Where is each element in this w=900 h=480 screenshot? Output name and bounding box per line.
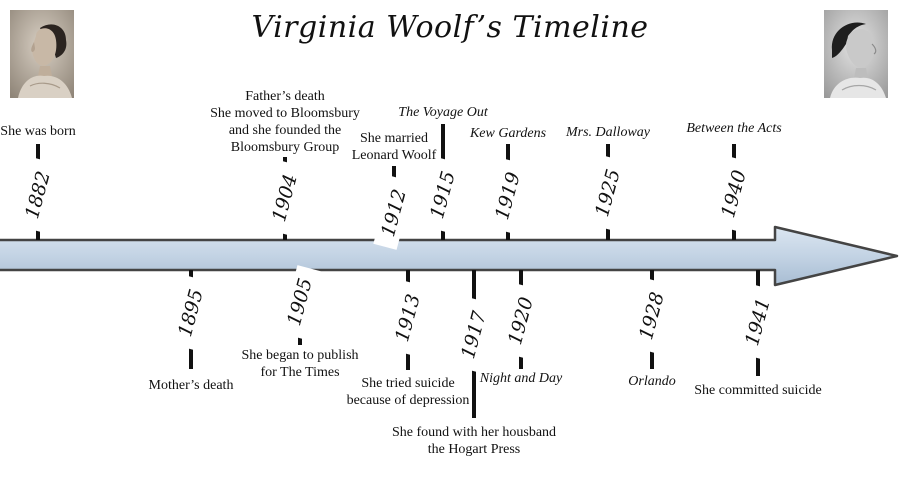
event-label-1895: Mother’s death	[148, 378, 234, 393]
arrow-shape	[0, 225, 899, 287]
event-label-1928: Orlando	[628, 374, 676, 389]
event-label-1915: The Voyage Out	[398, 105, 488, 120]
event-label-1919: Kew Gardens	[469, 126, 547, 141]
portrait-right-image	[824, 10, 888, 98]
event-label-1940: Between the Acts	[686, 121, 782, 136]
event-label-1941: She committed suicide	[694, 383, 822, 398]
event-label-1920: Night and Day	[479, 371, 563, 386]
event-label-1882: She was born	[0, 124, 76, 139]
page-title: Virginia Woolf’s Timeline	[251, 10, 649, 45]
portrait-left-image	[10, 10, 74, 98]
event-label-1925: Mrs. Dalloway	[566, 125, 650, 140]
